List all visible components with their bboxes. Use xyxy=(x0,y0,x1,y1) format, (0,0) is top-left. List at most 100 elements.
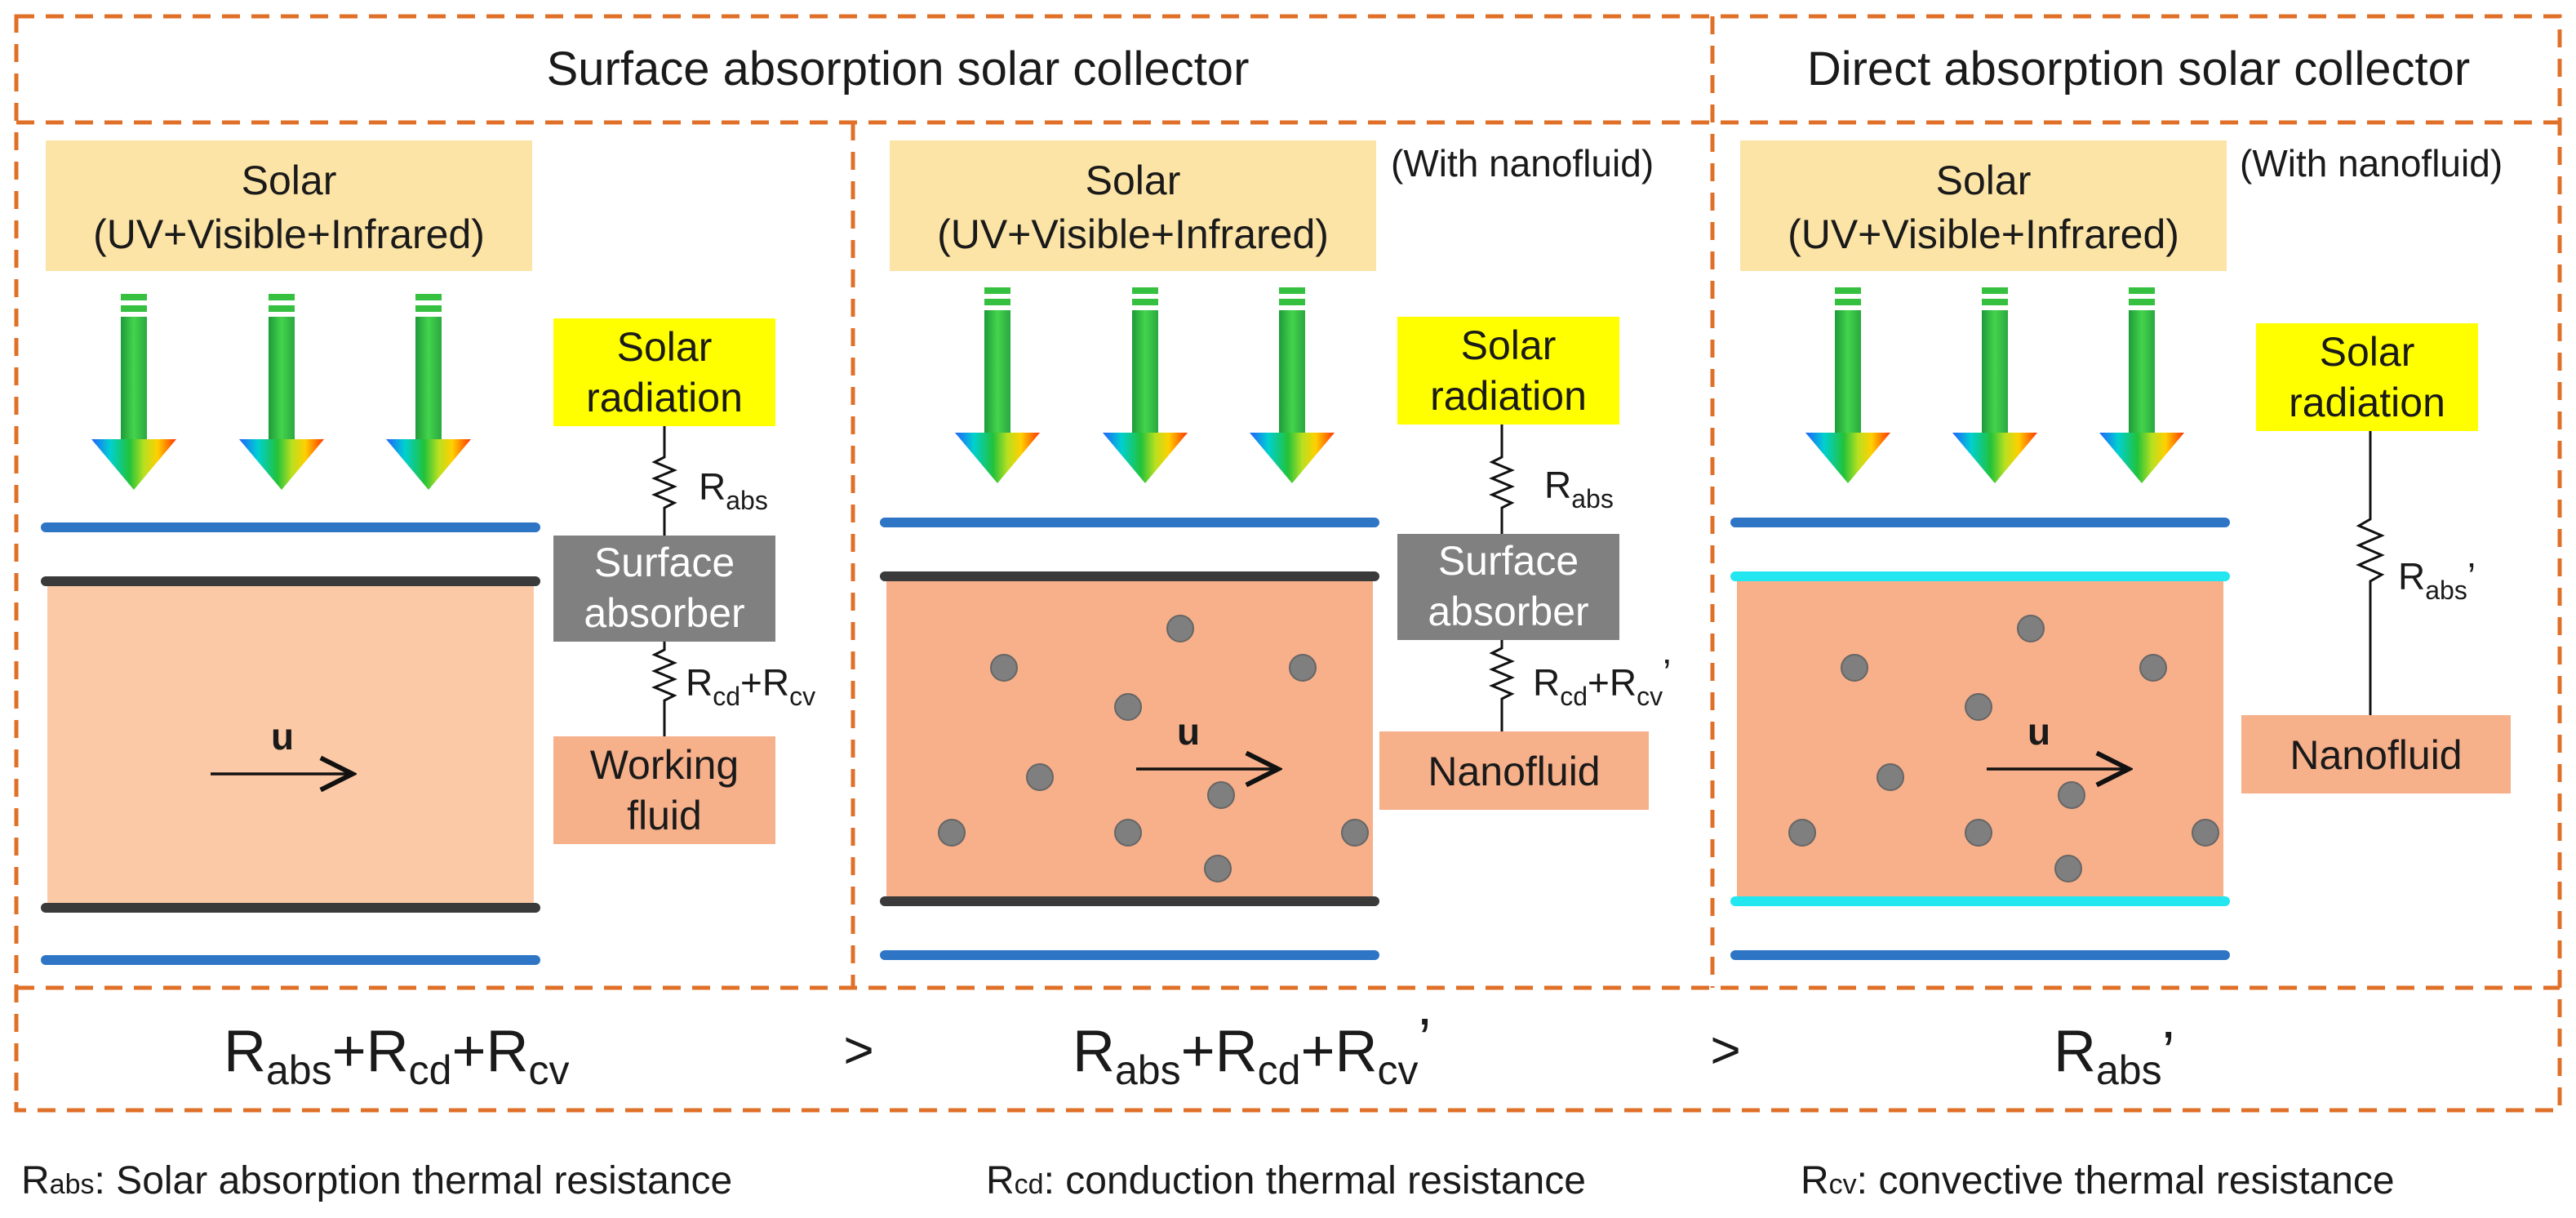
solar-rays xyxy=(91,294,471,490)
nanofluid-box xyxy=(1379,731,1649,810)
absorption-resistor xyxy=(651,426,677,536)
legend-item-convection: Rcv: convective thermal resistance xyxy=(1801,1159,2395,1202)
panel-direct-nanofluid: Solar (UV+Visible+Infrared) (With nanofl… xyxy=(1730,140,2511,960)
panel-surface-working-fluid: Solar (UV+Visible+Infrared) u xyxy=(41,140,815,965)
flow-velocity-label: u xyxy=(2027,710,2050,753)
absorber-label-line1: Surface xyxy=(1438,538,1579,584)
solar-ray-arrow-icon xyxy=(1805,287,1890,483)
surface-collector-resistance-sum: Rabs+Rcd+Rcv xyxy=(224,1019,570,1093)
absorber-label-line2: absorber xyxy=(584,590,744,636)
solar-label: Solar xyxy=(1086,158,1181,203)
direct-absorption-resistance: Rabs’ xyxy=(2054,1019,2175,1093)
nanoparticle xyxy=(2058,781,2085,809)
solar-ray-arrow-icon xyxy=(2099,287,2184,483)
nanoparticles xyxy=(938,615,1369,882)
absorber-label-line2: absorber xyxy=(1428,589,1588,634)
solar-ray-arrow-icon xyxy=(386,294,471,490)
greater-than-sign: > xyxy=(1710,1020,1740,1079)
working-fluid-channel xyxy=(47,586,534,905)
solar-spectrum-label: (UV+Visible+Infrared) xyxy=(937,211,1329,257)
conduction-convection-resistor xyxy=(1489,640,1515,731)
solar-ray-arrow-icon xyxy=(91,294,176,490)
legend: Rabs: Solar absorption thermal resistanc… xyxy=(21,1159,2395,1202)
nanoparticle xyxy=(2054,855,2082,882)
fluid-label-line1: Working xyxy=(590,742,739,788)
solar-label: Solar xyxy=(242,158,337,203)
flow-velocity-label: u xyxy=(271,715,294,758)
nanoparticle xyxy=(1166,615,1194,642)
absorber-label-line1: Surface xyxy=(594,540,735,585)
absorption-resistance-label: Rabs’ xyxy=(2398,555,2476,605)
nanoparticle xyxy=(1114,819,1142,847)
nanoparticle xyxy=(1841,654,1868,682)
nanofluid-surface-resistance-sum: Rabs+Rcd+Rcv’ xyxy=(1073,1007,1432,1093)
legend-item-conduction: Rcd: conduction thermal resistance xyxy=(986,1159,1586,1202)
absorption-resistor xyxy=(1489,425,1515,534)
frame xyxy=(14,14,2562,1113)
nanofluid-note: (With nanofluid) xyxy=(1391,142,1654,184)
nanoparticle xyxy=(938,819,966,847)
radiation-label-line2: radiation xyxy=(1430,373,1587,419)
nanoparticle xyxy=(1114,693,1142,721)
radiation-label-line1: Solar xyxy=(617,324,713,370)
solar-ray-arrow-icon xyxy=(955,287,1040,483)
solar-spectrum-label: (UV+Visible+Infrared) xyxy=(1788,211,2179,257)
nanofluid-label: Nanofluid xyxy=(2290,732,2462,778)
radiation-label-line1: Solar xyxy=(2320,329,2415,375)
solar-ray-arrow-icon xyxy=(1250,287,1335,483)
solar-rays xyxy=(1805,287,2184,483)
solar-ray-arrow-icon xyxy=(1952,287,2037,483)
conduction-convection-label: Rcd+Rcv xyxy=(686,661,815,711)
nanoparticle xyxy=(2139,654,2167,682)
nanoparticle xyxy=(990,654,1018,682)
nanofluid-label: Nanofluid xyxy=(1428,749,1600,794)
resistance-comparison: Rabs+Rcd+Rcv > Rabs+Rcd+Rcv’ > Rabs’ xyxy=(224,1007,2175,1093)
solar-rays xyxy=(955,287,1335,483)
nanofluid-box xyxy=(2241,715,2511,793)
legend-item-absorption: Rabs: Solar absorption thermal resistanc… xyxy=(21,1159,732,1202)
nanofluid-channel xyxy=(886,581,1373,898)
solar-label: Solar xyxy=(1936,158,2032,203)
nanoparticle xyxy=(1965,693,1992,721)
nanoparticle xyxy=(2192,819,2219,847)
nanoparticle xyxy=(1026,763,1054,791)
nanoparticles xyxy=(1788,615,2219,882)
nanoparticle xyxy=(1207,781,1235,809)
nanofluid-channel xyxy=(1737,581,2223,898)
solar-ray-arrow-icon xyxy=(1103,287,1188,483)
solar-source-box xyxy=(1740,140,2227,271)
outer-frame xyxy=(14,14,2562,1113)
absorption-resistance-label: Rabs xyxy=(1544,464,1614,513)
conduction-convection-resistor xyxy=(651,642,677,736)
nanofluid-note: (With nanofluid) xyxy=(2240,142,2503,184)
solar-ray-arrow-icon xyxy=(239,294,324,490)
nanoparticle xyxy=(2017,615,2045,642)
solar-radiation-box xyxy=(553,318,775,426)
panel-surface-nanofluid: Solar (UV+Visible+Infrared) (With nanofl… xyxy=(880,140,1671,960)
greater-than-sign: > xyxy=(843,1020,873,1079)
nanoparticle xyxy=(1965,819,1992,847)
nanoparticle xyxy=(1204,855,1232,882)
nanoparticle xyxy=(1289,654,1317,682)
direct-collector-title: Direct absorption solar collector xyxy=(1807,42,2470,96)
surface-absorber-box xyxy=(1397,534,1619,640)
solar-spectrum-label: (UV+Visible+Infrared) xyxy=(93,211,485,257)
radiation-label-line2: radiation xyxy=(586,375,743,420)
solar-radiation-box xyxy=(2256,323,2478,431)
absorption-resistance-label: Rabs xyxy=(699,465,768,515)
working-fluid-box xyxy=(553,736,775,844)
nanoparticle xyxy=(1788,819,1816,847)
solar-source-box xyxy=(46,140,532,271)
conduction-convection-label: Rcd+Rcv’ xyxy=(1533,651,1671,711)
surface-absorber-box xyxy=(553,536,775,642)
solar-source-box xyxy=(890,140,1376,271)
surface-collector-title: Surface absorption solar collector xyxy=(547,42,1250,96)
nanoparticle xyxy=(1876,763,1904,791)
radiation-label-line1: Solar xyxy=(1461,322,1557,368)
nanoparticle xyxy=(1341,819,1369,847)
solar-radiation-box xyxy=(1397,317,1619,425)
flow-velocity-label: u xyxy=(1177,710,1200,753)
absorption-resistor xyxy=(2356,431,2385,715)
radiation-label-line2: radiation xyxy=(2289,380,2445,425)
